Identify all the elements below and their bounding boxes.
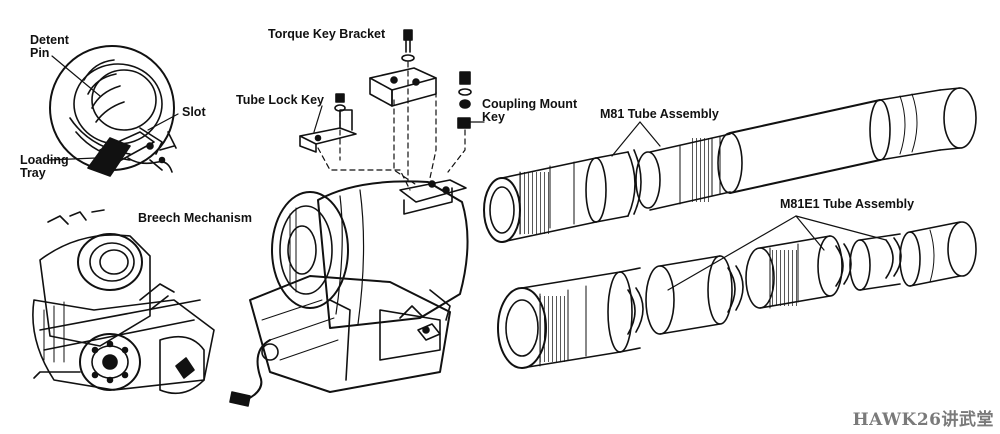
label-m81e1-tube-assembly: M81E1 Tube Assembly (780, 197, 915, 211)
breech-mechanism-detail (32, 209, 215, 395)
label-slot: Slot (182, 105, 206, 119)
tube-lock-key-part (299, 93, 357, 153)
label-detent-pin: Detent Pin (30, 33, 69, 60)
label-loading-tray: Loading Tray (20, 153, 69, 180)
breech-housing (229, 179, 469, 407)
leader-lines-tray (47, 55, 179, 161)
label-tube-lock-key: Tube Lock Key (236, 93, 324, 107)
loading-tray-detail (49, 45, 177, 177)
leader-lines-center (313, 105, 485, 133)
leader-lines-tubes (611, 121, 887, 291)
label-m81-tube-assembly: M81 Tube Assembly (600, 107, 719, 121)
watermark: HAWK26讲武堂 (852, 410, 994, 430)
m81e1-tube-assembly (497, 221, 977, 369)
m81-tube-assembly (483, 87, 977, 243)
torque-key-bracket-part (369, 29, 437, 107)
assembly-dash-lines (317, 61, 466, 191)
coupling-mount-key-part (457, 71, 472, 129)
label-breech-mechanism: Breech Mechanism (138, 211, 252, 225)
label-torque-key-bracket: Torque Key Bracket (268, 27, 386, 41)
label-coupling-mount-key: Coupling Mount Key (482, 97, 578, 124)
